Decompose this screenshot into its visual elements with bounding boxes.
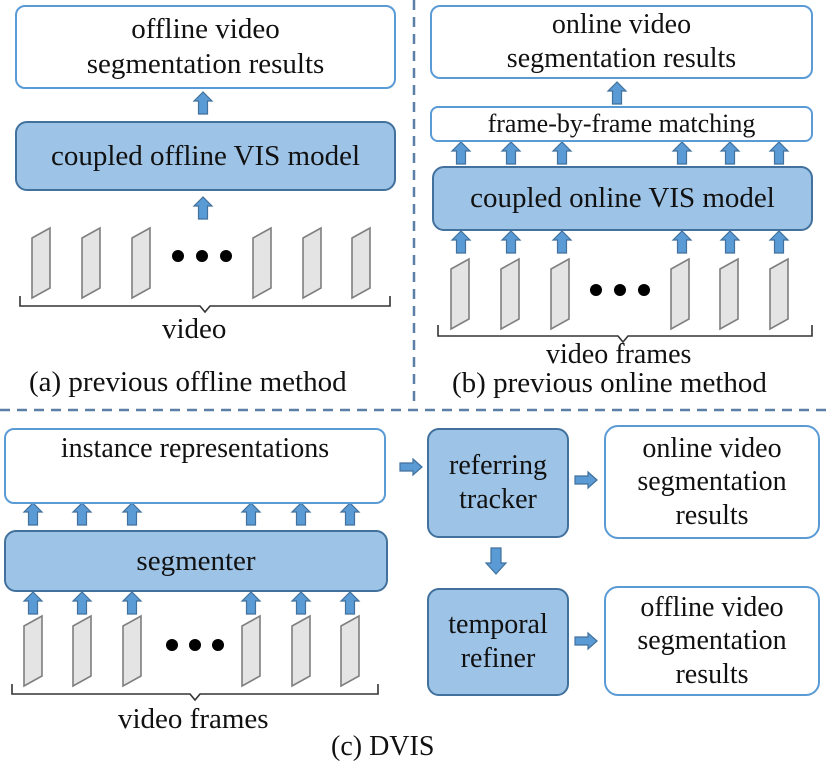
panel-b-caption: (b) previous online method — [452, 367, 767, 399]
frames-a — [31, 227, 371, 299]
arrow-a-top — [193, 91, 213, 115]
offline-results-line3: results — [675, 658, 749, 690]
panel-c-caption: (c) DVIS — [331, 731, 435, 762]
tracker-line1: referring — [449, 450, 547, 482]
arrow-tracker-to-online — [574, 471, 598, 489]
arrow-repr-to-tracker — [399, 458, 423, 476]
dots-c-low — [166, 639, 224, 651]
panel-a-input-label: video — [162, 313, 227, 345]
arrows-c-low — [23, 591, 360, 615]
dots-a — [172, 250, 232, 262]
refiner-line2: refiner — [460, 643, 536, 674]
panel-a-results-box: offline video segmentation results — [15, 5, 396, 89]
tracker-line2: tracker — [459, 484, 537, 515]
panel-b-model-label: coupled online VIS model — [470, 182, 775, 215]
frames-c — [23, 615, 360, 687]
arrows-b-mid — [451, 141, 789, 165]
instance-representations-label: instance representations — [60, 433, 330, 464]
offline-results-line2: segmentation — [637, 625, 787, 657]
panel-b-input-label: video frames — [546, 339, 692, 370]
refiner-line1: temporal — [448, 609, 548, 641]
panel-a-results-line1: offline video — [131, 13, 280, 46]
panel-b-results-line2: segmentation results — [506, 43, 737, 74]
brace-b — [437, 325, 813, 344]
online-results-box: online video segmentation results — [604, 425, 820, 539]
panel-b-matching-box: frame-by-frame matching — [430, 106, 813, 142]
offline-results-line1: offline video — [640, 591, 784, 623]
online-results-line3: results — [675, 499, 749, 531]
arrow-b-top — [607, 81, 627, 105]
referring-tracker-box: referring tracker — [427, 428, 569, 538]
segmenter-box: segmenter — [4, 530, 388, 592]
temporal-refiner-box: temporal refiner — [427, 588, 569, 696]
online-results-line2: segmentation — [637, 466, 787, 498]
brace-c — [11, 684, 379, 702]
segmenter-label: segmenter — [136, 544, 256, 577]
arrow-a-mid — [193, 196, 213, 220]
online-results-line1: online video — [642, 432, 782, 464]
arrows-c-mid — [23, 502, 360, 526]
panel-a-model-label: coupled offline VIS model — [50, 139, 361, 172]
instance-representations-box: instance representations — [4, 428, 386, 504]
panel-c-input-label: video frames — [118, 703, 269, 735]
panel-a-caption: (a) previous offline method — [29, 366, 347, 398]
panel-a-model-box: coupled offline VIS model — [15, 121, 396, 191]
panel-b-matching-label: frame-by-frame matching — [487, 109, 756, 139]
brace-a — [19, 296, 391, 314]
offline-results-box: offline video segmentation results — [604, 586, 820, 696]
arrow-tracker-to-refiner — [485, 547, 507, 575]
panel-b-results-box: online video segmentation results — [430, 5, 813, 79]
arrow-refiner-to-offline — [574, 632, 598, 650]
panel-b-model-box: coupled online VIS model — [432, 166, 813, 231]
dots-b — [590, 284, 650, 296]
panel-b-results-line1: online video — [551, 9, 692, 41]
arrows-b-low — [451, 230, 789, 254]
panel-a-results-line2: segmentation results — [86, 48, 325, 80]
